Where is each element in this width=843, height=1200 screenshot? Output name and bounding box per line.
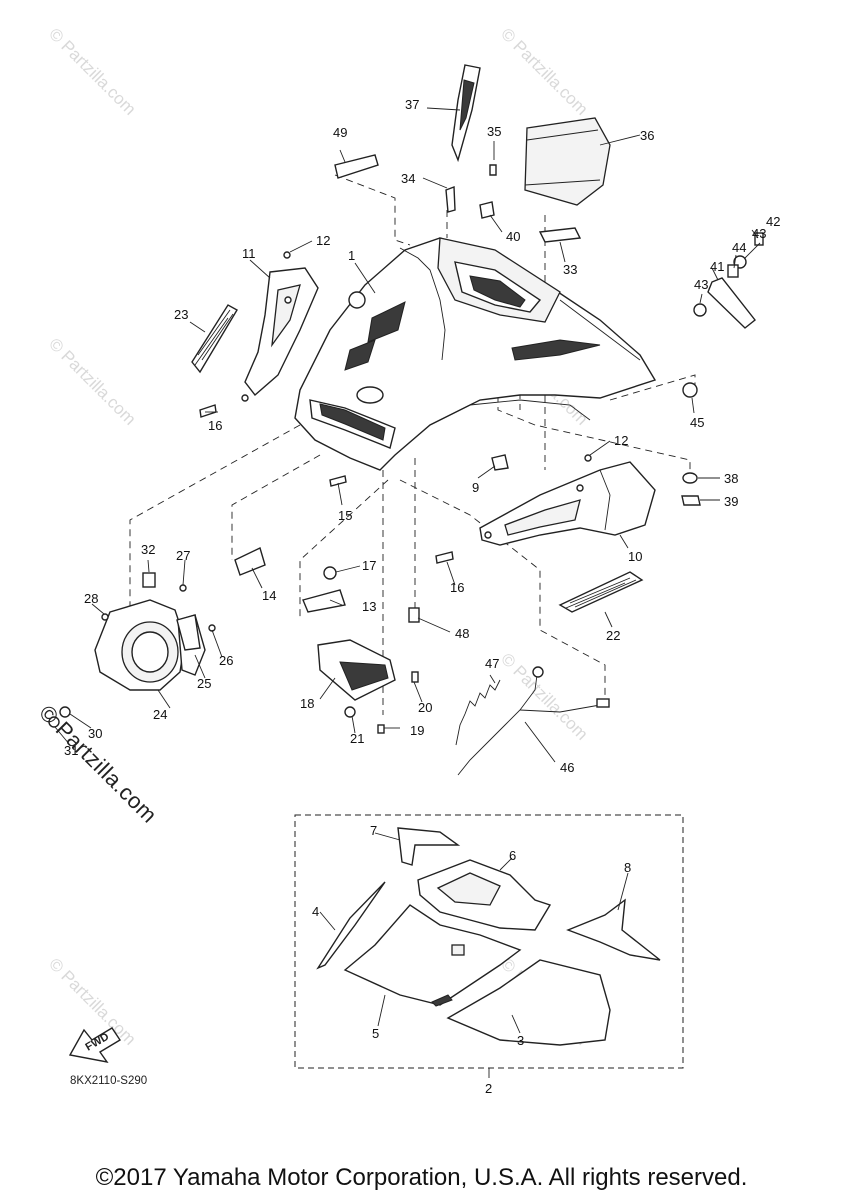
callout-40: 40 <box>506 229 520 244</box>
callout-17: 17 <box>362 558 376 573</box>
callout-3: 3 <box>517 1033 524 1048</box>
decal-set-box <box>294 814 684 1078</box>
callout-33: 33 <box>563 262 577 277</box>
callout-48: 48 <box>455 626 469 641</box>
callout-36: 36 <box>640 128 654 143</box>
watermark-text: © Partzilla.com <box>45 24 139 118</box>
callout-46: 46 <box>560 760 574 775</box>
callout-24: 24 <box>153 707 167 722</box>
callout-13: 13 <box>362 599 376 614</box>
callout-43-bottom: 43 <box>694 277 708 292</box>
callout-6: 6 <box>509 848 516 863</box>
callout-11: 11 <box>242 246 256 261</box>
callout-49: 49 <box>333 125 347 140</box>
callout-28: 28 <box>84 591 98 606</box>
callout-38: 38 <box>724 471 738 486</box>
watermark-text: © Partzilla.com <box>45 954 139 1048</box>
callout-44: 44 <box>732 240 746 255</box>
small-parts <box>48 64 764 776</box>
callout-15: 15 <box>338 508 352 523</box>
callout-16-left: 16 <box>208 418 222 433</box>
callout-4: 4 <box>312 904 319 919</box>
front-fender <box>294 237 657 471</box>
watermark-text: © Partzilla.com <box>497 24 591 118</box>
callout-5: 5 <box>372 1026 379 1041</box>
side-cover-left <box>241 267 319 402</box>
callout-31: 31 <box>64 743 78 758</box>
callout-34: 34 <box>401 171 415 186</box>
callout-2: 2 <box>485 1081 492 1096</box>
callout-27: 27 <box>176 548 190 563</box>
callout-12-right: 12 <box>614 433 628 448</box>
callout-26: 26 <box>219 653 233 668</box>
copyright-notice: ©2017 Yamaha Motor Corporation, U.S.A. A… <box>95 1164 748 1191</box>
callout-32: 32 <box>141 542 155 557</box>
watermark-text: © Partzilla.com <box>497 649 591 743</box>
callout-25: 25 <box>197 676 211 691</box>
watermark-text: © Partzilla.com <box>45 334 139 428</box>
callout-19: 19 <box>410 723 424 738</box>
callout-10: 10 <box>628 549 642 564</box>
grille-left <box>191 304 238 374</box>
leader-lines <box>54 107 761 1034</box>
callout-42: 42 <box>766 214 780 229</box>
callout-41: 41 <box>710 259 724 274</box>
callout-47: 47 <box>485 656 499 671</box>
callout-43-top: 43 <box>752 226 766 241</box>
callout-14: 14 <box>262 588 276 603</box>
fwd-arrow: FWD <box>68 1027 121 1064</box>
callout-7: 7 <box>370 823 377 838</box>
callout-20: 20 <box>418 700 432 715</box>
callout-labels: 1 2 3 4 5 6 7 8 9 10 11 12 12 13 14 15 1… <box>64 97 780 1096</box>
callout-45: 45 <box>690 415 704 430</box>
callout-21: 21 <box>350 731 364 746</box>
diagram-code: 8KX2110-S290 <box>70 1075 148 1087</box>
callout-23: 23 <box>174 307 188 322</box>
decal-parts <box>316 827 661 1046</box>
callout-35: 35 <box>487 124 501 139</box>
callout-16-right: 16 <box>450 580 464 595</box>
callout-18: 18 <box>300 696 314 711</box>
callout-22: 22 <box>606 628 620 643</box>
callout-12-left: 12 <box>316 233 330 248</box>
callout-39: 39 <box>724 494 738 509</box>
callout-30: 30 <box>88 726 102 741</box>
callout-37: 37 <box>405 97 419 112</box>
callout-9: 9 <box>472 480 479 495</box>
callout-8: 8 <box>624 860 631 875</box>
grille-right <box>558 571 644 613</box>
side-cover-right <box>479 461 656 546</box>
callout-1: 1 <box>348 248 355 263</box>
